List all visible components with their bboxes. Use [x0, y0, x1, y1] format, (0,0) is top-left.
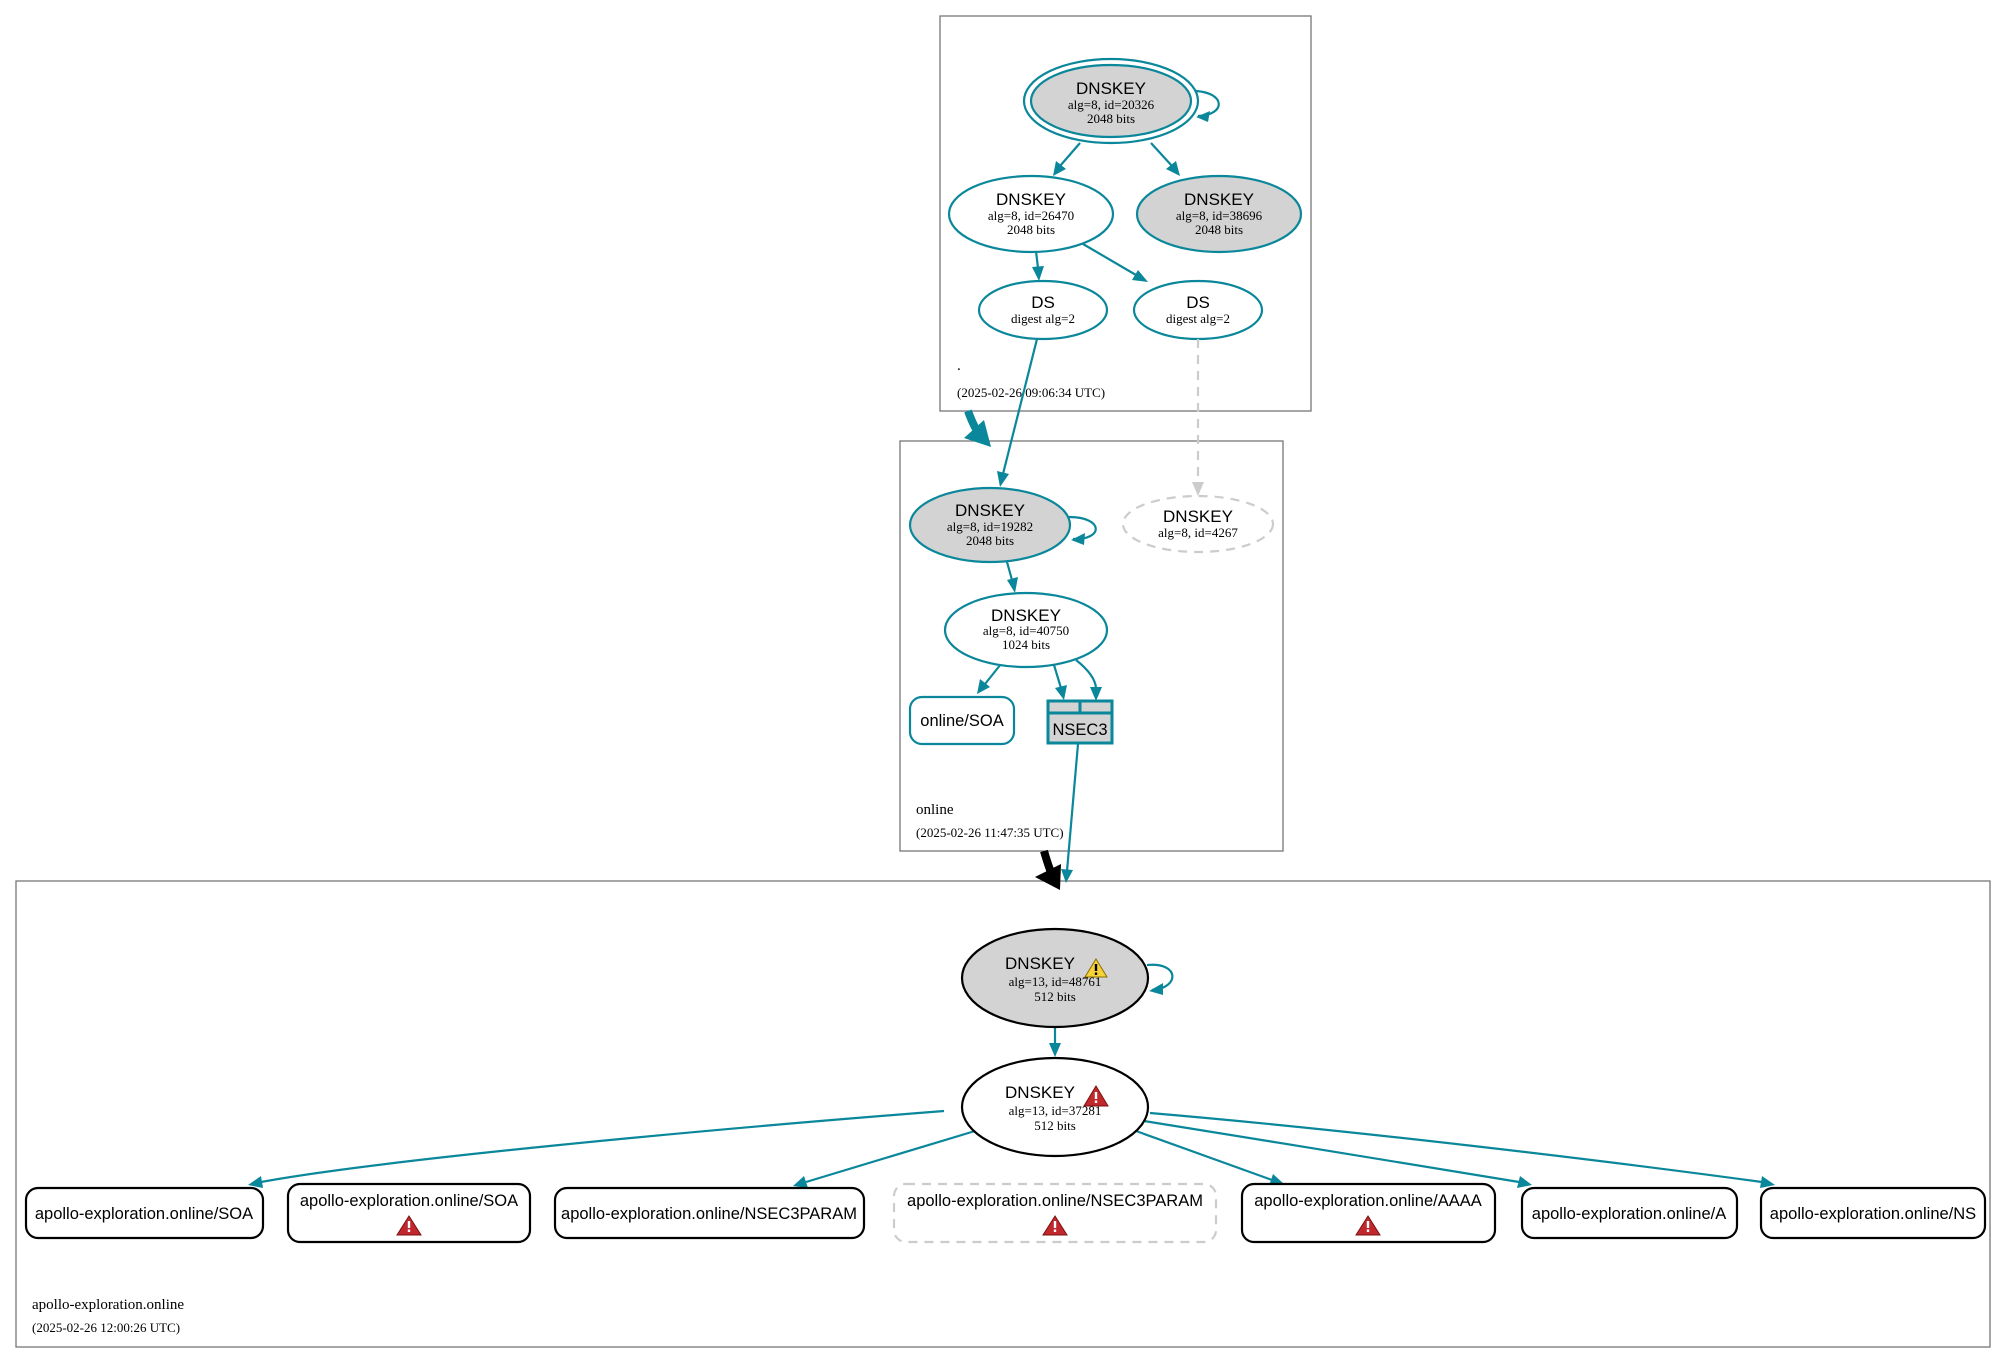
rrset-label: apollo-exploration.online/SOA [300, 1192, 518, 1210]
zone-apollo-name: apollo-exploration.online [32, 1297, 184, 1313]
node-detail: 2048 bits [1007, 222, 1055, 237]
zone-online-timestamp: (2025-02-26 11:47:35 UTC) [916, 825, 1064, 840]
zone-apollo-cluster: apollo-exploration.online (2025-02-26 12… [15, 880, 1991, 1348]
apollo-ksk-node[interactable]: DNSKEY alg=13, id=48761 512 bits [960, 927, 1150, 1029]
rrset-label: apollo-exploration.online/NSEC3PARAM [907, 1192, 1203, 1210]
online-nsec3-node[interactable]: NSEC3 [1046, 699, 1114, 745]
delegation-online-to-apollo [1035, 849, 1061, 890]
online-soa-node[interactable]: online/SOA [908, 695, 1016, 746]
node-detail: digest alg=2 [1011, 311, 1075, 326]
online-ksk-node[interactable]: DNSKEY alg=8, id=19282 2048 bits [908, 486, 1072, 564]
zone-root-name: . [957, 358, 961, 374]
root-ds-node-1[interactable]: DS digest alg=2 [977, 279, 1109, 341]
rrset-label: apollo-exploration.online/NSEC3PARAM [561, 1205, 857, 1223]
node-detail: digest alg=2 [1166, 311, 1230, 326]
warning-triangle-icon [1084, 958, 1108, 978]
node-title: DS [1031, 293, 1055, 312]
node-detail: alg=8, id=4267 [1158, 525, 1238, 540]
node-title: DS [1186, 293, 1210, 312]
online-missing-key-node[interactable]: DNSKEY alg=8, id=4267 [1121, 494, 1275, 554]
node-detail: alg=8, id=20326 [1068, 97, 1155, 112]
zone-root-timestamp: (2025-02-26 09:06:34 UTC) [957, 385, 1105, 400]
rrset-label: apollo-exploration.online/AAAA [1254, 1192, 1481, 1210]
root-ksk-node[interactable]: DNSKEY alg=8, id=20326 2048 bits [1022, 57, 1200, 145]
rrset-label: apollo-exploration.online/A [1532, 1205, 1726, 1223]
node-title: DNSKEY [991, 606, 1061, 625]
node-title: DNSKEY [1076, 79, 1146, 98]
ds-to-online-edges [997, 338, 1204, 496]
rrset-label: apollo-exploration.online/NS [1770, 1205, 1976, 1223]
zone-apollo-timestamp: (2025-02-26 12:00:26 UTC) [32, 1320, 180, 1335]
node-detail: 512 bits [1034, 989, 1076, 1004]
delegation-arrowhead [1035, 864, 1061, 890]
online-edges [977, 515, 1102, 883]
apollo-rrset-a[interactable]: apollo-exploration.online/A [1520, 1186, 1739, 1240]
node-label: NSEC3 [1052, 721, 1107, 739]
delegation-arrowhead [964, 420, 991, 447]
error-triangle-icon [1042, 1215, 1068, 1236]
node-detail: 2048 bits [1087, 111, 1135, 126]
zone-root-cluster: . (2025-02-26 09:06:34 UTC) [939, 15, 1312, 412]
apollo-rrset-soa[interactable]: apollo-exploration.online/SOA [24, 1186, 265, 1240]
node-detail: 512 bits [1034, 1118, 1076, 1133]
root-ds-node-2[interactable]: DS digest alg=2 [1132, 279, 1264, 341]
node-title: DNSKEY [1005, 1083, 1075, 1102]
node-detail: alg=13, id=37281 [1009, 1103, 1102, 1118]
apollo-rrset-ns[interactable]: apollo-exploration.online/NS [1759, 1186, 1987, 1240]
rrset-label: apollo-exploration.online/SOA [35, 1205, 253, 1223]
node-detail: 2048 bits [966, 533, 1014, 548]
root-zsk-node[interactable]: DNSKEY alg=8, id=26470 2048 bits [947, 174, 1115, 254]
node-detail: alg=8, id=19282 [947, 519, 1033, 534]
apollo-rrset-soa-error[interactable]: apollo-exploration.online/SOA [286, 1182, 532, 1244]
node-title: DNSKEY [1163, 507, 1233, 526]
node-title: DNSKEY [996, 190, 1066, 209]
error-triangle-icon [1355, 1215, 1381, 1236]
apollo-rrset-nsec3param-missing[interactable]: apollo-exploration.online/NSEC3PARAM [892, 1182, 1218, 1244]
node-title: DNSKEY [1184, 190, 1254, 209]
delegation-root-to-online [964, 409, 991, 447]
apollo-rrset-aaaa[interactable]: apollo-exploration.online/AAAA [1240, 1182, 1497, 1244]
error-triangle-icon [396, 1215, 422, 1236]
zone-online-name: online [916, 802, 954, 818]
node-detail: alg=8, id=38696 [1176, 208, 1263, 223]
apollo-edges [248, 963, 1775, 1188]
node-detail: 2048 bits [1195, 222, 1243, 237]
apollo-zsk-node[interactable]: DNSKEY alg=13, id=37281 512 bits [960, 1056, 1150, 1158]
root-key-38696-node[interactable]: DNSKEY alg=8, id=38696 2048 bits [1135, 174, 1303, 254]
node-title: DNSKEY [955, 501, 1025, 520]
online-zsk-node[interactable]: DNSKEY alg=8, id=40750 1024 bits [943, 591, 1109, 669]
node-detail: alg=8, id=26470 [988, 208, 1074, 223]
root-edges [1032, 89, 1220, 282]
node-detail: alg=8, id=40750 [983, 623, 1069, 638]
error-triangle-icon [1083, 1085, 1109, 1107]
apollo-rrset-nsec3param[interactable]: apollo-exploration.online/NSEC3PARAM [553, 1186, 866, 1240]
node-label: online/SOA [920, 712, 1003, 730]
node-title: DNSKEY [1005, 954, 1075, 973]
zone-online-cluster: online (2025-02-26 11:47:35 UTC) [899, 440, 1284, 852]
node-detail: 1024 bits [1002, 637, 1050, 652]
node-detail: alg=13, id=48761 [1009, 974, 1102, 989]
